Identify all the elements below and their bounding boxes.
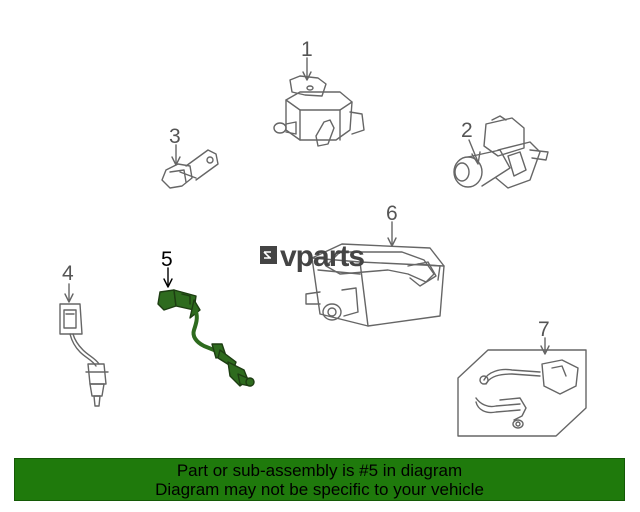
part-4-sensor-drawing[interactable]	[59, 283, 109, 407]
part-7-hose-kit-drawing[interactable]	[457, 337, 587, 437]
banner-line-2: Diagram may not be specific to your vehi…	[155, 480, 484, 499]
part-5-sensor-drawing[interactable]	[157, 267, 255, 387]
vparts-logo: vparts	[260, 240, 365, 273]
callout-5: 5	[161, 248, 173, 271]
callout-2: 2	[461, 119, 473, 142]
callout-7: 7	[538, 318, 550, 341]
callout-4: 4	[62, 262, 74, 285]
callout-3: 3	[169, 125, 181, 148]
part-3-bracket-drawing[interactable]	[161, 144, 219, 189]
logo-mark-icon	[260, 246, 277, 264]
callout-6: 6	[386, 202, 398, 225]
part-2-solenoid-drawing[interactable]	[453, 115, 549, 189]
parts-diagram: 1 2 3 4 5 6 7 vparts	[59, 38, 587, 437]
notice-banner: Part or sub-assembly is #5 in diagram Di…	[14, 458, 625, 501]
part-6-canister-drawing[interactable]	[305, 221, 445, 327]
banner-line-1: Part or sub-assembly is #5 in diagram	[176, 461, 463, 480]
part-1-valve-drawing[interactable]	[273, 57, 365, 147]
callout-1: 1	[301, 38, 313, 61]
watermark-text: vparts	[280, 240, 364, 273]
